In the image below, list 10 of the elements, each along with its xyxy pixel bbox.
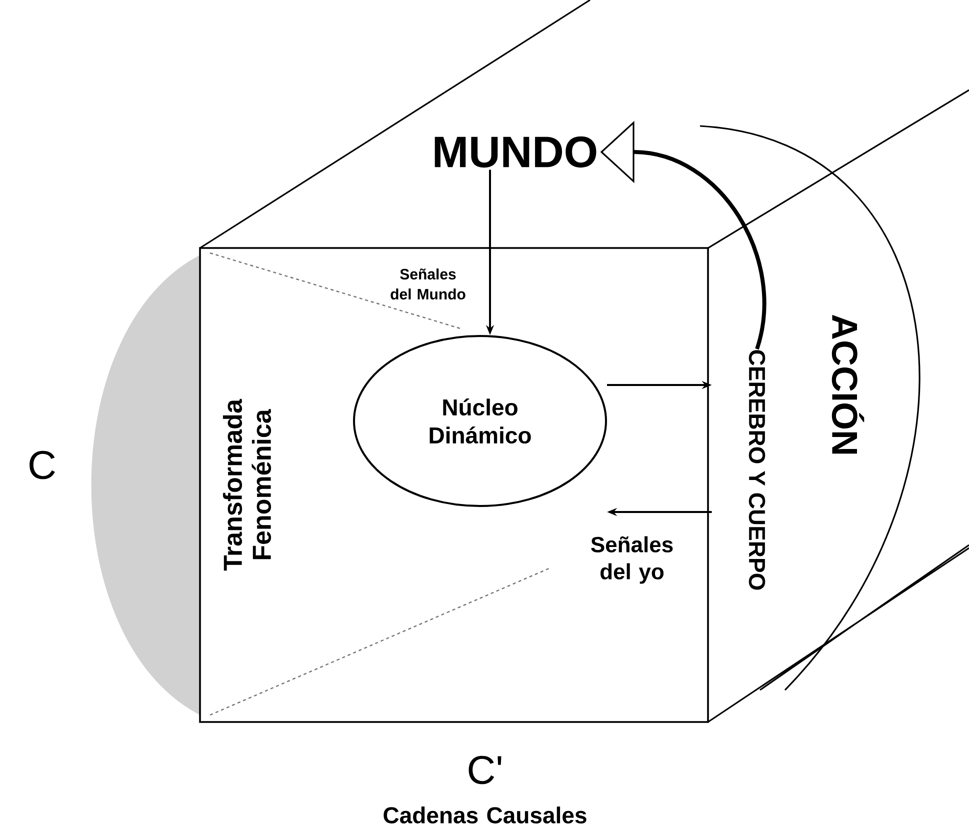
edge-label: Señales del Mundo <box>390 268 466 300</box>
cube-face <box>199 247 709 723</box>
edge-label: Señales del yo <box>591 536 673 584</box>
vertical-text: CEREBRO Y CUERPO <box>748 350 766 590</box>
letter-label: C <box>30 450 55 480</box>
caption-label: Cadenas Causales <box>384 806 586 824</box>
edge-label: ACCIÓN <box>832 314 864 454</box>
letter-label: C' <box>468 756 502 784</box>
title-text: MUNDO <box>434 136 596 168</box>
side-label: Transformada Fenoménica <box>222 398 272 571</box>
